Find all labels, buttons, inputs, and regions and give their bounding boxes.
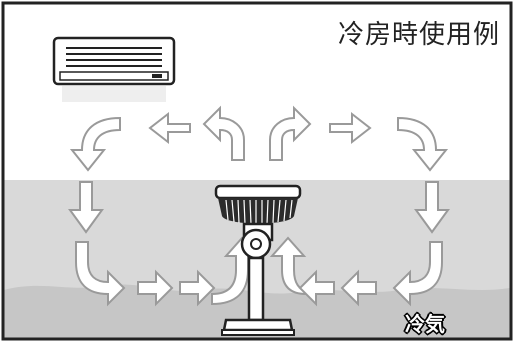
arrow-icon — [340, 269, 377, 307]
arrow-icon — [69, 116, 121, 172]
arrow-icon — [392, 241, 443, 307]
circulator-fan-icon — [214, 184, 302, 336]
air-conditioner-icon — [52, 36, 176, 102]
arrow-icon — [137, 269, 174, 307]
arrow-icon — [298, 269, 335, 307]
arrow-icon — [202, 105, 245, 161]
arrow-icon — [269, 105, 312, 161]
arrow-icon — [329, 111, 372, 145]
arrow-icon — [68, 181, 104, 234]
arrow-icon — [75, 241, 126, 307]
arrow-icon — [148, 111, 191, 145]
airflow-arrows — [68, 105, 450, 307]
title: 冷房時使用例 — [337, 20, 500, 50]
arrow-icon — [414, 181, 450, 234]
cold-air-label: 冷気 — [405, 312, 445, 336]
arrow-icon — [397, 116, 449, 172]
arrow-icon — [179, 269, 216, 307]
